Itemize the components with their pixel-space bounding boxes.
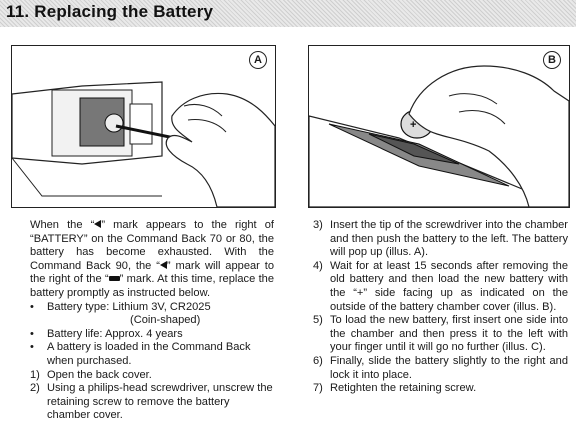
step-number: 6) [313, 354, 323, 367]
right-column: 3) Insert the tip of the screwdriver into… [313, 219, 568, 396]
intro-text-3: ” mark will appear to the right of the “ [30, 259, 274, 286]
bullet-text: (Coin-shaped) [130, 314, 201, 327]
illustration-a-label: A [249, 51, 267, 69]
step-number: 5) [313, 314, 323, 327]
illustration-b-label: B [543, 51, 561, 69]
step-text: Insert the tip of the screwdriver into t… [330, 219, 568, 259]
step-item: 1) Open the back cover. [30, 369, 274, 383]
step-number: 2) [30, 382, 40, 395]
list-item: • Battery life: Approx. 4 years [30, 328, 274, 342]
step-item: 5) To load the new battery, first insert … [313, 314, 568, 355]
illustration-a-drawing [12, 81, 275, 207]
battery-warning-triangle-icon [159, 260, 167, 269]
step-text: Using a philips-head screwdriver, unscre… [47, 382, 273, 422]
section-title: 11. Replacing the Battery [6, 2, 214, 21]
step-number: 1) [30, 368, 40, 381]
step-item: 6) Finally, slide the battery slightly to… [313, 355, 568, 382]
intro-text-4: ” mark. At this time, replace the batter… [30, 273, 274, 299]
bullet-marker: • [30, 300, 34, 313]
bullet-text: A battery is loaded in the Command Back … [47, 341, 251, 367]
battery-warning-triangle-icon [94, 220, 102, 228]
step-item: 2) Using a philips-head screwdriver, unsc… [30, 382, 274, 423]
left-column: When the “” mark appears to the right of… [30, 219, 274, 423]
step-text: Finally, slide the battery slightly to t… [330, 354, 568, 381]
bullet-text: Battery life: Approx. 4 years [47, 327, 183, 340]
step-text: To load the new battery, first insert on… [330, 314, 568, 354]
step-text: Wait for at least 15 seconds after remov… [330, 259, 568, 313]
intro-text-2: ” mark appears to the right of “BATTERY”… [30, 219, 275, 272]
step-item: 4) Wait for at least 15 seconds after rem… [313, 260, 568, 314]
svg-text:+: + [410, 119, 416, 131]
bullet-marker: • [30, 327, 34, 340]
intro-paragraph: When the “” mark appears to the right of… [30, 219, 274, 301]
illustration-a: A [11, 45, 276, 208]
list-item: • Battery type: Lithium 3V, CR2025 [30, 301, 274, 315]
steps-list-left: 1) Open the back cover. 2) Using a philips… [30, 369, 274, 423]
bullet-text: Battery type: Lithium 3V, CR2025 [47, 300, 211, 313]
illustration-b-drawing: + [309, 65, 569, 207]
step-number: 7) [313, 382, 323, 395]
battery-info-list: • Battery type: Lithium 3V, CR2025 (Coin-… [30, 301, 274, 369]
step-text: Open the back cover. [47, 368, 152, 381]
step-text: Retighten the retaining screw. [330, 382, 477, 395]
steps-list-right: 3) Insert the tip of the screwdriver into… [313, 219, 568, 396]
illustration-b: + B [308, 45, 570, 208]
step-item: 7) Retighten the retaining screw. [313, 382, 568, 396]
list-item: (Coin-shaped) [30, 314, 274, 328]
bullet-marker: • [30, 341, 34, 354]
step-number: 4) [313, 259, 323, 272]
step-number: 3) [313, 219, 323, 231]
list-item: • A battery is loaded in the Command Back… [30, 341, 274, 368]
step-item: 3) Insert the tip of the screwdriver into… [313, 219, 568, 260]
section-header: 11. Replacing the Battery [0, 0, 576, 27]
battery-mark-icon [108, 276, 120, 282]
intro-text-1: When the “ [30, 219, 95, 231]
